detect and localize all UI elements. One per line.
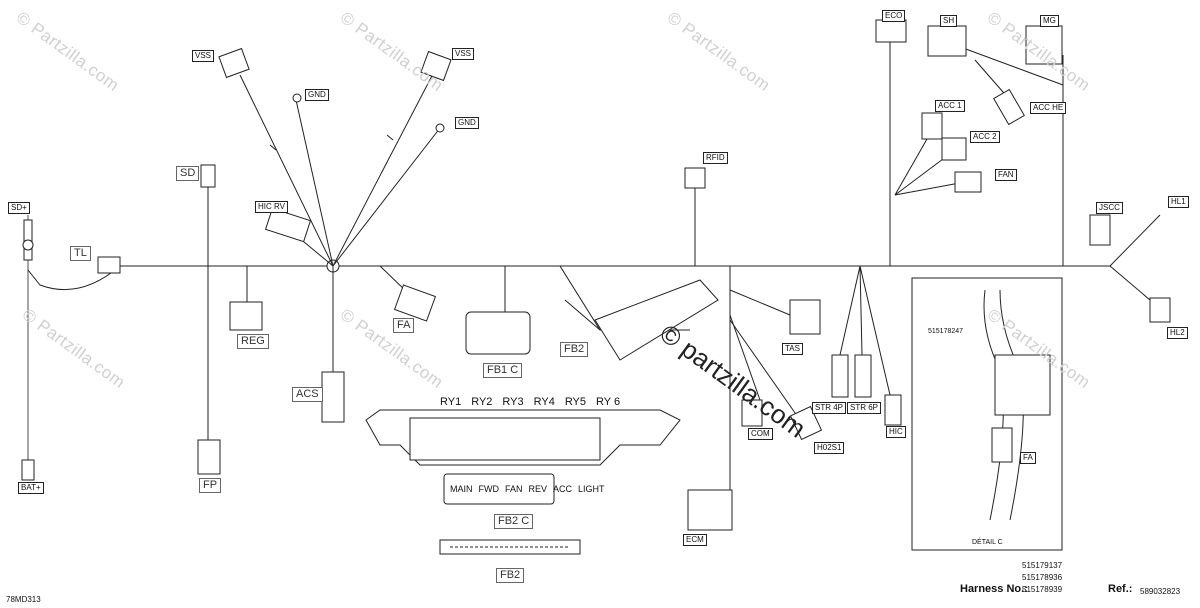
fuse-label: FAN: [505, 484, 523, 494]
fuse-label: FWD: [478, 484, 500, 494]
label-fb2c: FB2 C: [494, 514, 534, 529]
relay-label: RY 6: [596, 396, 621, 408]
label-hl2: HL2: [1167, 327, 1188, 339]
label-eco: ECO: [882, 10, 906, 22]
fuse-label: LIGHT: [578, 484, 605, 494]
detail-part-number: 515178247: [928, 328, 964, 335]
harness-number: 515178939: [1022, 585, 1063, 594]
label-fb1c: FB1 C: [483, 363, 523, 378]
label-acc2: ACC 2: [970, 131, 1000, 143]
label-gnd-mid: GND: [455, 117, 479, 129]
label-hl1: HL1: [1168, 196, 1189, 208]
fuse-labels: MAIN FWD FAN REV ACC LIGHT: [450, 484, 605, 494]
label-rfid: RFID: [703, 152, 728, 164]
relay-label: RY2: [471, 396, 493, 408]
label-bat-plus: BAT+: [18, 482, 44, 494]
label-acs: ACS: [292, 387, 323, 402]
harness-number: 515179137: [1022, 561, 1063, 570]
fuse-label: ACC: [553, 484, 573, 494]
label-hic-rv: HIC RV: [255, 201, 288, 213]
harness-label: Harness No.:: [960, 583, 1028, 595]
diagram-id: 78MD313: [6, 595, 41, 604]
label-str4p: STR 4P: [812, 402, 847, 414]
relay-label: RY4: [533, 396, 555, 408]
label-fb2: FB2: [560, 342, 589, 357]
label-str6p: STR 6P: [847, 402, 882, 414]
relay-labels: RY1 RY2 RY3 RY4 RY5 RY 6: [440, 396, 620, 408]
ref-label: Ref.:: [1108, 583, 1133, 595]
label-sd: SD: [176, 166, 200, 181]
detail-title: DÉTAIL C: [972, 539, 1003, 546]
label-mg: MG: [1040, 15, 1059, 27]
harness-numbers: 515179137 515178936 515178939: [1022, 560, 1062, 596]
harness-number: 515178936: [1022, 573, 1063, 582]
label-acc1: ACC 1: [935, 100, 965, 112]
label-tl: TL: [70, 246, 91, 261]
label-fan: FAN: [995, 169, 1017, 181]
ref-value: 589032823: [1140, 587, 1181, 596]
label-acc-he: ACC HE: [1030, 102, 1067, 114]
fuse-label: REV: [528, 484, 548, 494]
relay-label: RY1: [440, 396, 462, 408]
label-reg: REG: [237, 334, 269, 349]
label-vss-right: VSS: [452, 48, 475, 60]
label-gnd-top: GND: [305, 89, 329, 101]
label-ecm: ECM: [683, 534, 707, 546]
label-sh: SH: [940, 15, 958, 27]
label-h02s1: H02S1: [814, 442, 845, 454]
label-vss-left: VSS: [192, 50, 215, 62]
detail-fa-label: FA: [1020, 452, 1036, 464]
label-com: COM: [748, 428, 773, 440]
label-sd-plus: SD+: [8, 202, 30, 214]
label-fb2-bottom: FB2: [496, 568, 525, 583]
relay-label: RY5: [564, 396, 587, 408]
label-hic: HIC: [886, 426, 906, 438]
label-jscc: JSCC: [1096, 202, 1123, 214]
fuse-label: MAIN: [450, 484, 473, 494]
label-fp: FP: [199, 478, 222, 493]
label-tas: TAS: [782, 343, 803, 355]
label-fa: FA: [393, 318, 415, 333]
relay-label: RY3: [502, 396, 524, 408]
